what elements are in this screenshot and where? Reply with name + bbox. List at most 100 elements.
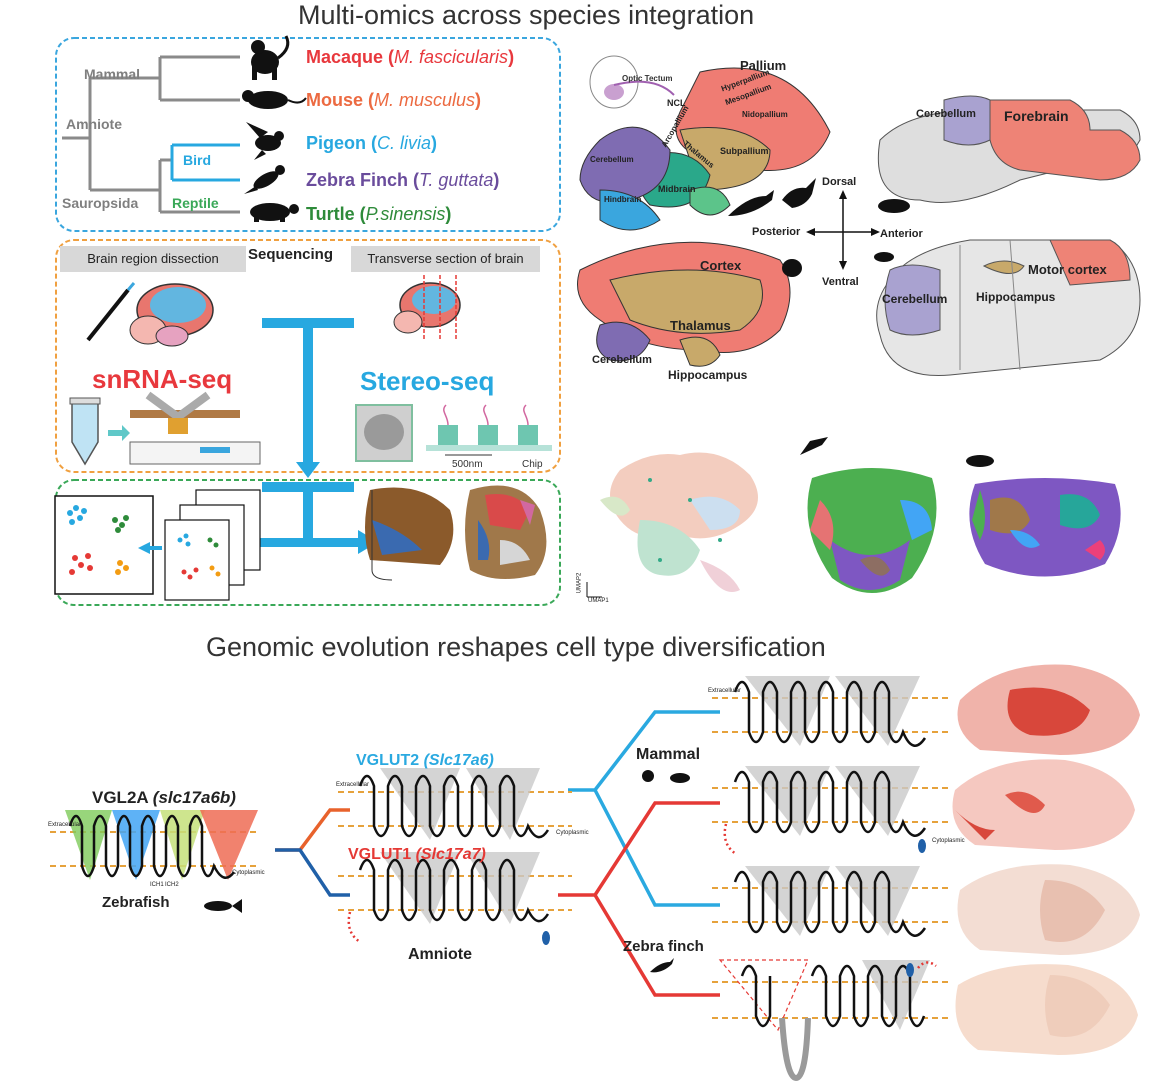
extracellular-label-2: Extracellular bbox=[336, 782, 370, 788]
clade-amniote: Amniote bbox=[66, 116, 122, 132]
icl1-label: ICH1 bbox=[150, 882, 164, 888]
species-pigeon: Pigeon (C. livia) bbox=[306, 133, 438, 153]
brain-dissection-bar: Brain region dissection bbox=[60, 246, 246, 272]
label-macaque-hippocampus: Hippocampus bbox=[668, 368, 748, 382]
species-macaque: Macaque (M. fascicularis) bbox=[306, 47, 515, 67]
turtle-section-icon bbox=[966, 455, 994, 467]
pigeon-compass-icon bbox=[782, 178, 816, 208]
finch-compass-icon bbox=[728, 190, 774, 216]
mouse-compass-icon bbox=[874, 252, 894, 262]
label-bird-cerebellum: Cerebellum bbox=[590, 155, 634, 164]
mammal-vglut2-transporter bbox=[712, 676, 948, 747]
macaque-icon bbox=[251, 35, 290, 80]
compass-dorsal: Dorsal bbox=[822, 176, 857, 188]
label-forebrain: Forebrain bbox=[1004, 108, 1069, 124]
bottom-title: Genomic evolution reshapes cell type div… bbox=[206, 632, 826, 662]
turtle-compass-icon bbox=[878, 199, 910, 213]
dissected-brain-icon bbox=[86, 282, 214, 347]
microfluidic-icon bbox=[129, 391, 261, 465]
compass-ventral: Ventral bbox=[822, 276, 859, 288]
species-turtle: Turtle (P.sinensis) bbox=[306, 204, 452, 224]
vglut2-transporter bbox=[338, 768, 572, 840]
clade-mammal: Mammal bbox=[84, 66, 141, 82]
finch-small-icon bbox=[650, 958, 674, 973]
label-pallium: Pallium bbox=[740, 58, 787, 73]
label-ncl: NCL bbox=[667, 98, 686, 108]
clade-bird: Bird bbox=[183, 152, 211, 168]
label-macaque-thalamus: Thalamus bbox=[670, 318, 731, 333]
top-title: Multi-omics across species integration bbox=[298, 0, 755, 30]
scale-label: 500nm bbox=[452, 459, 483, 470]
label-bottom-cerebellum: Cerebellum bbox=[882, 292, 948, 306]
mouse-small-icon bbox=[670, 773, 690, 783]
spatial-section-1 bbox=[365, 487, 454, 581]
sequencing-heading: Sequencing bbox=[248, 246, 334, 263]
label-top-cerebellum: Cerebellum bbox=[916, 108, 976, 120]
macaque-small-icon bbox=[642, 770, 654, 782]
label-nidopallium: Nidopallium bbox=[742, 110, 788, 119]
finch-section-icon bbox=[800, 437, 828, 455]
vgl2a-label: VGL2A (slc17a6b) bbox=[92, 788, 236, 807]
vgl2a-transporter bbox=[50, 810, 260, 880]
sectioned-brain-icon bbox=[393, 275, 461, 340]
turtle-icon bbox=[250, 203, 299, 222]
mouse-icon bbox=[242, 90, 307, 109]
zebra-finch-icon bbox=[244, 165, 285, 194]
finch-vglut1-transporter bbox=[712, 959, 948, 1082]
icl2-label: ICH2 bbox=[165, 882, 179, 888]
compass-anterior: Anterior bbox=[880, 228, 923, 240]
zebrafish-icon bbox=[204, 901, 232, 911]
cluster-plots bbox=[54, 489, 261, 601]
amniote-label: Amniote bbox=[408, 946, 472, 963]
stereo-chip-icon bbox=[355, 404, 552, 462]
label-hippocampus: Hippocampus bbox=[976, 290, 1056, 304]
pigeon-icon bbox=[246, 122, 284, 160]
extracellular-label-3: Extracellular bbox=[708, 688, 742, 694]
cytoplasmic-label-3: Cytoplasmic bbox=[932, 838, 965, 844]
nuclei-tube-icon bbox=[69, 397, 130, 466]
transverse-section-bar: Transverse section of brain bbox=[351, 246, 540, 272]
label-macaque-cerebellum: Cerebellum bbox=[592, 354, 652, 366]
compass-posterior: Posterior bbox=[752, 226, 801, 238]
clade-sauropsida: Sauropsida bbox=[62, 195, 139, 211]
label-optic-tectum: Optic Tectum bbox=[622, 74, 673, 83]
snrna-seq-label: snRNA-seq bbox=[92, 364, 233, 394]
mammal-label: Mammal bbox=[636, 746, 701, 763]
species-mouse: Mouse (M. musculus) bbox=[306, 90, 482, 110]
label-hindbrain: Hindbrain bbox=[604, 195, 642, 204]
vglut2-label: VGLUT2 (Slc17a6) bbox=[356, 752, 494, 769]
mammal-vglut1-transporter bbox=[712, 766, 948, 856]
chip-label: Chip bbox=[522, 459, 543, 470]
zebrafish-label: Zebrafish bbox=[102, 894, 170, 911]
finch-vglut2-transporter bbox=[712, 866, 948, 937]
cytoplasmic-label-1: Cytoplasmic bbox=[232, 870, 265, 876]
clade-reptile: Reptile bbox=[172, 195, 219, 211]
macaque-compass-icon bbox=[782, 259, 802, 277]
spatial-section-2 bbox=[465, 485, 547, 579]
label-subpallium: Subpallium bbox=[720, 146, 769, 156]
extracellular-label-1: Extracellular bbox=[48, 822, 82, 828]
stereo-seq-label: Stereo-seq bbox=[360, 366, 495, 396]
umap-x-label: UMAP1 bbox=[588, 598, 609, 604]
vglut1-transporter bbox=[338, 852, 572, 945]
vglut1-label: VGLUT1 (Slc17a7) bbox=[348, 846, 486, 863]
label-motor-cortex: Motor cortex bbox=[1028, 262, 1107, 277]
label-cortex: Cortex bbox=[700, 258, 742, 273]
species-zebra-finch: Zebra Finch (T. guttata) bbox=[306, 170, 500, 190]
zebra-finch-label: Zebra finch bbox=[623, 938, 704, 955]
cytoplasmic-label-2: Cytoplasmic bbox=[556, 830, 589, 836]
label-midbrain: Midbrain bbox=[658, 184, 696, 194]
